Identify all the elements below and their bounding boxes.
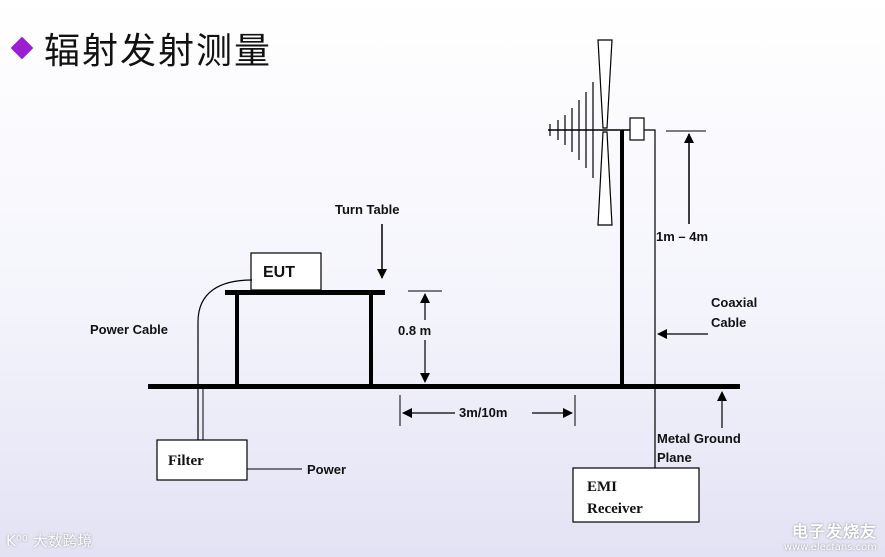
emi-receiver-box (572, 467, 700, 523)
eut-label: EUT (263, 264, 295, 281)
watermark-brand: 电子发烧友 (791, 522, 877, 541)
turn-table-leg-right (369, 295, 373, 385)
turn-table-top (225, 290, 385, 295)
cable-label: Cable (711, 315, 746, 330)
power-label: Power (307, 462, 346, 477)
filter-box (156, 439, 248, 481)
height-label: 0.8 m (398, 323, 431, 338)
antenna-mount (629, 117, 645, 141)
bowtie-lower (597, 131, 613, 226)
eut-box (250, 252, 322, 291)
coaxial-cable-line (644, 129, 656, 468)
turn-table-leg-left (235, 295, 239, 385)
metal-ground-label: Metal Ground (657, 431, 741, 446)
title-row: 辐射发射测量 (8, 22, 272, 74)
plane-label: Plane (657, 450, 692, 465)
power-cable-label: Power Cable (90, 322, 168, 337)
power-cable-line (197, 279, 253, 440)
antenna-elements (549, 82, 594, 178)
bowtie-upper (597, 39, 613, 129)
watermark-left: K⁰⁰ 大数跨境 (6, 532, 93, 550)
page-title: 辐射发射测量 (44, 31, 273, 72)
distance-label: 3m/10m (459, 405, 507, 420)
watermark-right: 电子发烧友 www.elecfans.com (784, 518, 877, 553)
coaxial-label: Coaxial (711, 295, 757, 310)
antenna-height-label: 1m – 4m (656, 229, 708, 244)
antenna-mast (620, 130, 624, 386)
filter-label: Filter (168, 453, 204, 469)
emi-label: EMI (587, 479, 617, 495)
receiver-label: Receiver (587, 501, 643, 517)
watermark-url: www.elecfans.com (783, 542, 877, 553)
turn-table-label: Turn Table (335, 202, 400, 217)
metal-ground-plane (148, 384, 740, 389)
